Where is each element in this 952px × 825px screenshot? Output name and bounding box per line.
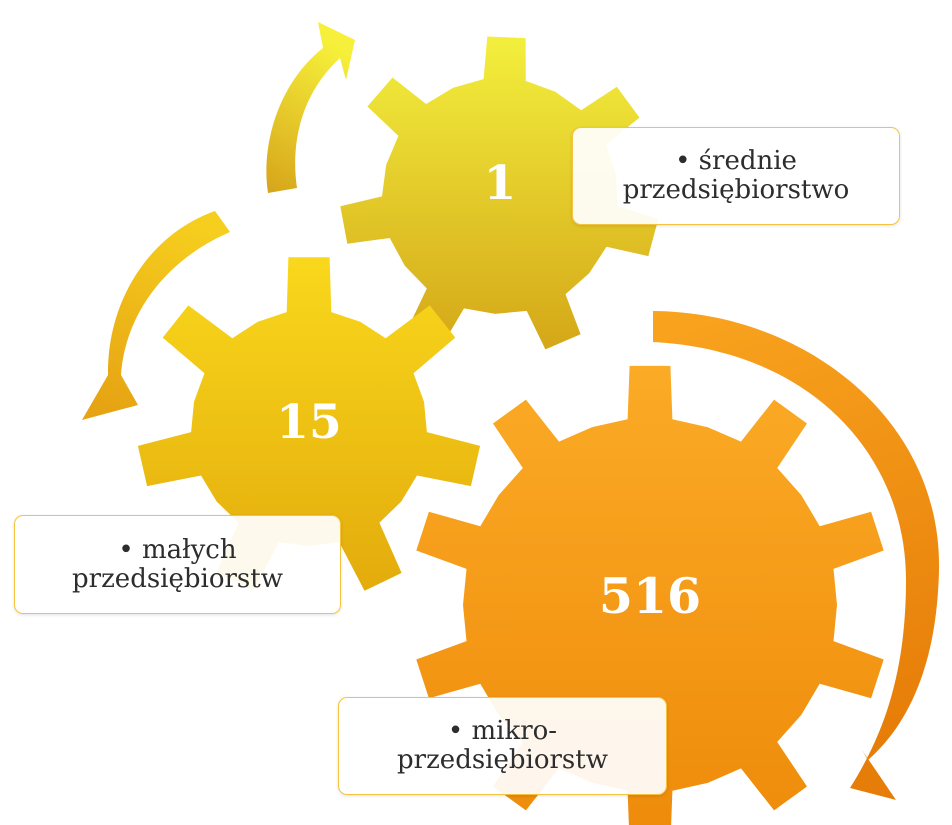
gear-medium-shape (340, 36, 659, 350)
gear-medium (340, 36, 659, 350)
arrow-top (266, 22, 355, 193)
gear-micro-value: 516 (599, 567, 701, 625)
arrow-right (653, 311, 940, 800)
arrow-left (82, 211, 230, 420)
gear-medium-value: 1 (484, 156, 517, 211)
label-small-line1: małych (72, 535, 283, 565)
label-medium: średnie przedsiębiorstwo (572, 127, 900, 225)
label-small: małych przedsiębiorstw (14, 515, 341, 614)
label-medium-line2: przedsiębiorstwo (622, 175, 850, 205)
label-micro-line1: mikro- (397, 717, 608, 746)
label-micro-line2: przedsiębiorstw (397, 745, 608, 775)
label-medium-line1: średnie (623, 147, 850, 176)
label-small-line2: przedsiębiorstw (72, 563, 283, 594)
label-micro: mikro- przedsiębiorstw (338, 697, 667, 795)
gear-small (137, 257, 481, 591)
gear-small-shape (137, 257, 481, 591)
gear-small-value: 15 (276, 395, 341, 450)
